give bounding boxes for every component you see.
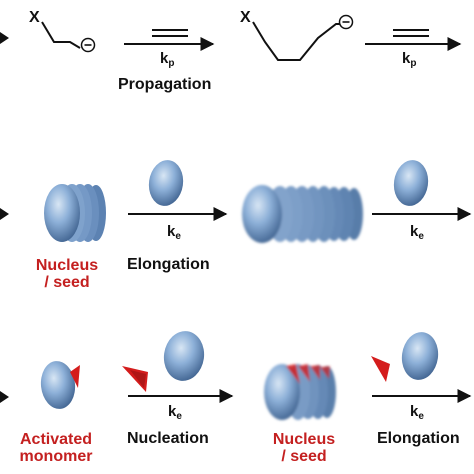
activated-nucleus-stack: [264, 364, 336, 420]
elongated-stack: [242, 185, 363, 243]
nucleus-stack: [44, 184, 106, 242]
nucleus-row3-line1: Nucleus: [272, 431, 336, 448]
elongation-label-row3: Elongation: [377, 430, 460, 447]
monomer-disc-row3-a: [163, 331, 205, 381]
nucleus-label-line2: / seed: [44, 273, 90, 291]
monomer-disc-row2-a: [148, 160, 184, 206]
activated-label-line1: Activated: [19, 431, 93, 448]
x-label-left: X: [29, 9, 40, 26]
kp-label-1: kp: [160, 50, 175, 69]
ke-label-row2-1: ke: [167, 223, 181, 242]
activation-tip-a: [122, 366, 148, 392]
row1-left-arrow-tip: [0, 32, 9, 44]
x-label-right: X: [240, 9, 251, 26]
kp-label-2: kp: [402, 50, 417, 69]
ke-label-row3-1: ke: [168, 403, 182, 422]
nucleus-seed-label: Nucleus / seed: [22, 257, 112, 292]
activated-monomer-label: Activated monomer: [6, 431, 106, 466]
row3-left-arrow-tip: [0, 391, 9, 403]
nucleus-label-line1: Nucleus: [35, 257, 99, 274]
activation-tip-b: [371, 356, 390, 382]
propagation-label: Propagation: [118, 76, 212, 93]
ke-label-row2-2: ke: [410, 223, 424, 242]
propagation-arrow-2: [365, 29, 462, 51]
elongation-label-row2: Elongation: [127, 256, 210, 273]
nucleus-seed-label-row3: Nucleus / seed: [259, 431, 349, 466]
nucleation-label: Nucleation: [127, 430, 209, 447]
propagation-arrow: [124, 29, 215, 51]
dimer-anion: [252, 14, 354, 61]
activated-label-line2: monomer: [19, 447, 93, 465]
monomer-disc-row2-b: [393, 160, 429, 206]
monomer-anion-left: [41, 21, 96, 53]
row2-left-arrow-tip: [0, 208, 9, 220]
ke-label-row3-2: ke: [410, 403, 424, 422]
activated-monomer: [40, 361, 80, 409]
nucleus-row3-line2: / seed: [281, 447, 327, 465]
monomer-disc-row3-b: [401, 332, 439, 380]
